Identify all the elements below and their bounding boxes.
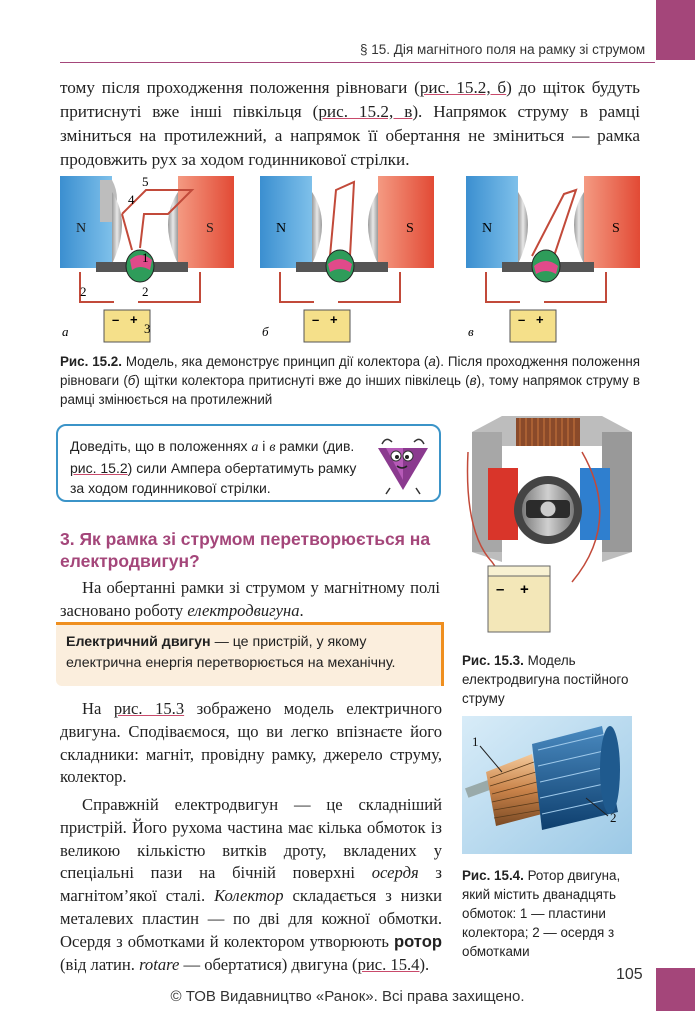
panel-b: N S – + б [260,176,434,343]
callout-2: 2 [610,810,617,825]
svg-text:+: + [330,312,338,327]
figure-reference-link[interactable]: рис. 15.2 [70,460,128,476]
callout-5: 5 [142,174,149,189]
figure-reference-link[interactable]: рис. 15.4 [357,954,420,974]
south-pole-label: S [406,221,414,236]
callout-2: 2 [80,284,87,299]
corner-tab [656,0,695,60]
copyright-notice: © ТОВ Видавництво «Ранок». Всі права зах… [170,988,525,1005]
svg-text:–: – [112,312,119,327]
figure-reference-link[interactable]: рис. 15.2, в [318,102,413,121]
definition-box [56,622,444,686]
svg-text:–: – [518,312,525,327]
header-rule [60,62,655,63]
panel-letter: б [262,324,269,339]
svg-text:+: + [520,581,529,598]
running-title: § 15. Дія магнітного поля на рамку зі ст… [360,42,646,57]
callout-1: 1 [142,250,149,265]
panel-letter: в [468,324,474,339]
svg-text:+: + [130,312,138,327]
figure-15-2: N S – + 5 4 1 2 2 3 а N S – + [60,174,640,343]
figure-15-3-caption: Рис. 15.3. Модель електродвигуна постійн… [462,653,629,706]
callout-1: 1 [472,734,479,749]
definition-text: Електричний двигун — це пристрій, у яком… [66,634,396,671]
north-pole-label: N [76,221,86,236]
figure-15-4-caption: Рис. 15.4. Ротор двигуна, який містить д… [462,868,621,959]
task-text: Доведіть, що в положеннях а і в рамки (д… [70,438,357,496]
thinking-character-icon [378,438,428,495]
svg-text:–: – [312,312,319,327]
paragraph-top: тому після проходження положення рівнова… [60,78,641,169]
svg-text:–: – [496,581,504,598]
callout-4: 4 [128,192,135,207]
section-intro: На обертанні рамки зі струмом у магнітно… [60,578,440,620]
figure-15-4-rotor: 1 2 [462,716,632,854]
task-box [56,424,441,502]
figure-15-3-motor-model: – + [466,416,632,633]
corner-tab [656,968,695,1011]
definition-accent-rule [441,622,444,686]
figure-reference-link[interactable]: рис. 15.2, б [419,78,507,97]
panel-a: N S – + 5 4 1 2 2 3 а [60,174,234,343]
south-pole-label: S [612,221,620,236]
north-pole-label: N [276,221,286,236]
north-pole-label: N [482,221,492,236]
panel-letter: а [62,324,69,339]
page-number: 105 [616,966,643,983]
definition-accent-rule [56,622,444,625]
panel-v: N S – + в [466,176,640,343]
callout-2: 2 [142,284,149,299]
figure-15-2-caption: Рис. 15.2. Модель, яка демонструє принци… [60,354,640,407]
paragraph-3: Справжній електродвигун — це складніший … [60,795,443,974]
figure-reference-link[interactable]: рис. 15.3 [113,699,185,718]
south-pole-label: S [206,221,214,236]
callout-3: 3 [144,321,151,336]
section-heading: 3. Як рамка зі струмом перетворюється на… [60,529,431,571]
paragraph-2: На рис. 15.3 зображено модель електрично… [60,699,442,787]
svg-text:+: + [536,312,544,327]
